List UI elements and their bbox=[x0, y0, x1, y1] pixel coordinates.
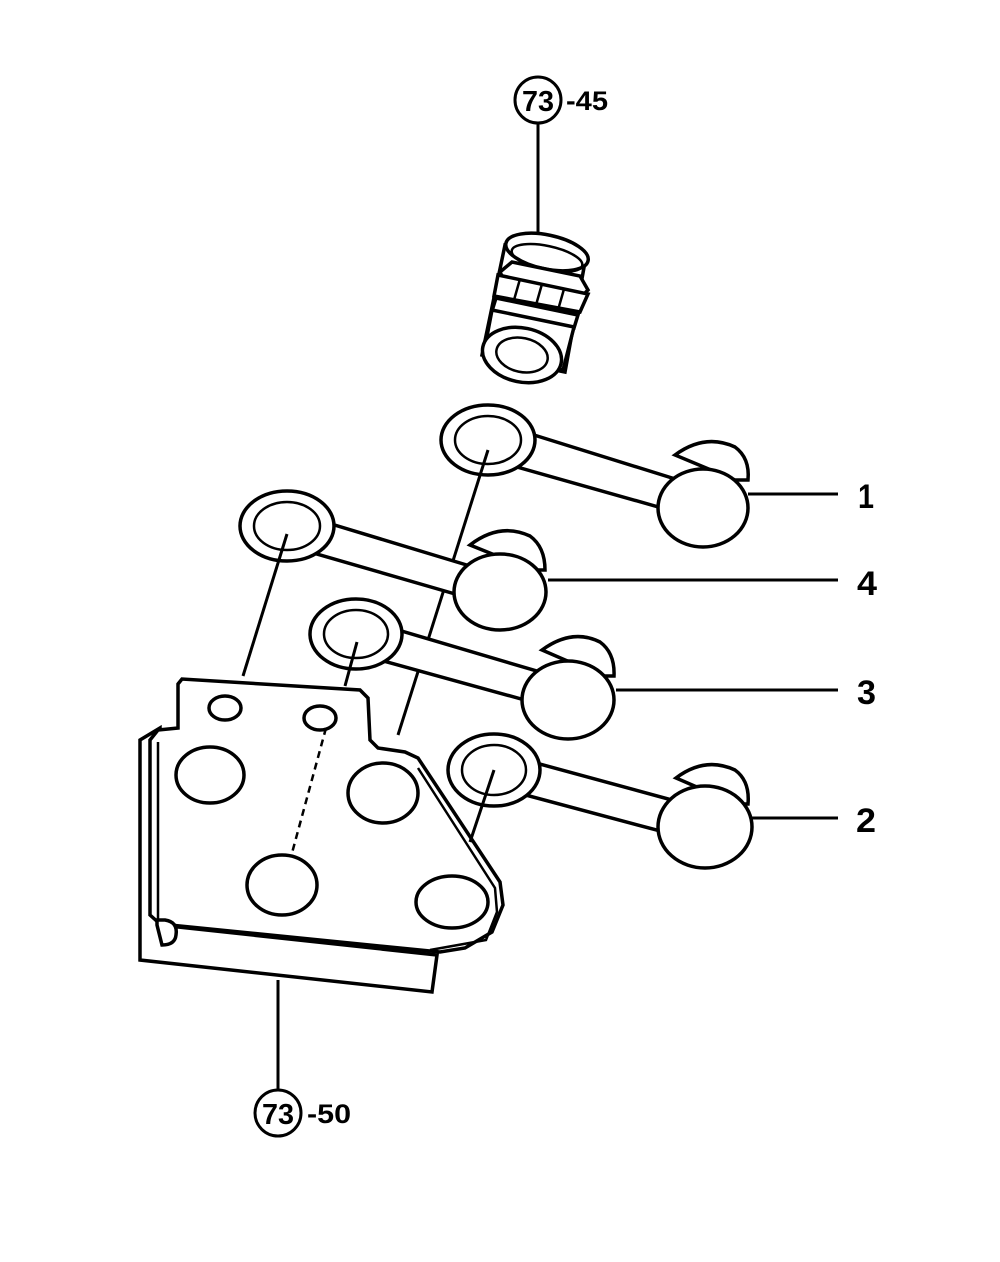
cap-with-strap-4 bbox=[238, 489, 548, 677]
callout-4[interactable]: 4 bbox=[548, 565, 877, 603]
reference-bottom-suffix: -50 bbox=[307, 1099, 351, 1129]
reference-bottom[interactable]: 73 -50 bbox=[253, 980, 351, 1138]
callout-3[interactable]: 3 bbox=[616, 674, 876, 712]
reference-bottom-circle bbox=[253, 1088, 303, 1138]
mounting-bracket bbox=[138, 677, 505, 994]
callout-1[interactable]: 1 bbox=[748, 478, 874, 516]
reference-top-number: 73 bbox=[522, 86, 554, 118]
callout-2[interactable]: 2 bbox=[752, 802, 876, 840]
callout-4-label: 4 bbox=[857, 565, 877, 603]
cap-with-strap-1 bbox=[396, 403, 750, 736]
callout-1-label: 1 bbox=[858, 478, 874, 516]
reference-top-suffix: -45 bbox=[566, 86, 608, 116]
reference-bottom-number: 73 bbox=[262, 1099, 294, 1131]
callout-2-label: 2 bbox=[856, 802, 876, 840]
cap-with-strap-2 bbox=[446, 732, 754, 870]
reference-top[interactable]: 73 -45 bbox=[513, 75, 608, 232]
hose-fitting bbox=[479, 231, 591, 385]
cap-with-strap-3 bbox=[308, 597, 616, 741]
callout-3-label: 3 bbox=[857, 674, 876, 712]
